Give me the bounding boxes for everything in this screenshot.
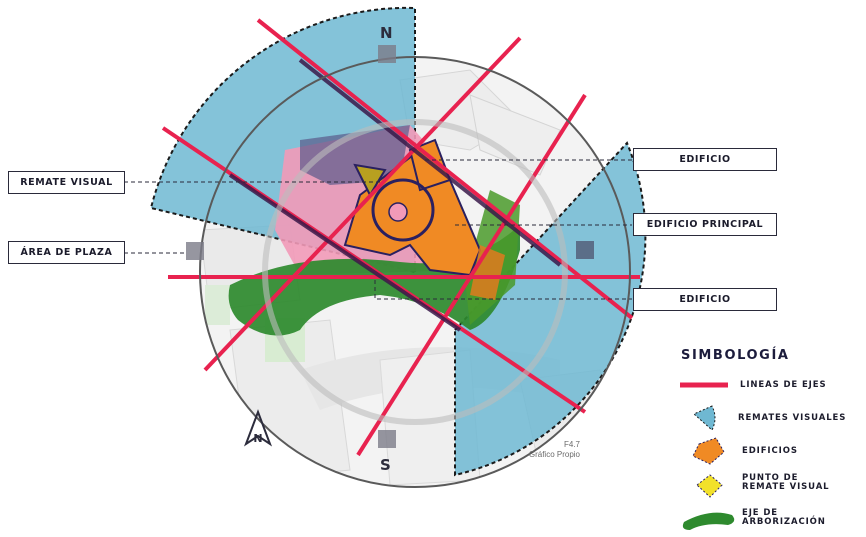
callout-edificio-bottom: EDIFICIO bbox=[633, 288, 777, 311]
legend-label-visual-endpoints: REMATES VISUALES bbox=[738, 413, 847, 423]
south-label: S bbox=[380, 456, 391, 474]
marker-west bbox=[186, 242, 204, 260]
callout-remate-visual: REMATE VISUAL bbox=[8, 171, 125, 194]
callout-edificio-principal: EDIFICIO PRINCIPAL bbox=[633, 213, 777, 236]
callout-area-plaza: ÁREA DE PLAZA bbox=[8, 241, 125, 264]
legend-label-tree-axis-line1: EJE DE bbox=[742, 508, 778, 518]
legend-title: SIMBOLOGÍA bbox=[681, 348, 790, 363]
marker-north bbox=[378, 45, 396, 63]
north-label: N bbox=[380, 24, 393, 42]
tree-axis-swatch-icon bbox=[682, 512, 735, 530]
marker-east bbox=[576, 241, 594, 259]
legend-label-axis-lines: LINEAS DE EJES bbox=[740, 380, 827, 390]
callout-edificio-top: EDIFICIO bbox=[633, 148, 777, 171]
building-swatch-icon bbox=[692, 437, 725, 465]
legend-label-buildings: EDIFICIOS bbox=[742, 446, 798, 456]
building-east bbox=[470, 245, 505, 300]
figure-number: F4.7 bbox=[563, 440, 580, 449]
visual-endpoint-swatch-icon bbox=[693, 405, 716, 431]
north-arrow-letter: N bbox=[253, 432, 262, 445]
visual-point-swatch-icon bbox=[696, 474, 723, 498]
axis-line-1 bbox=[256, 18, 634, 320]
leader-lines bbox=[124, 159, 632, 300]
marker-south bbox=[378, 430, 396, 448]
visual-point bbox=[388, 202, 408, 222]
north-arrow-icon: N bbox=[243, 409, 273, 447]
visual-ring bbox=[371, 178, 435, 242]
figure-source: Gráfico Propio bbox=[528, 450, 580, 459]
figure-caption: F4.7 Gráfico Propio bbox=[500, 440, 580, 460]
analysis-circle bbox=[199, 56, 631, 488]
legend-label-tree-axis-line2: ARBORIZACIÓN bbox=[742, 517, 826, 527]
legend-label-visual-point-line2: REMATE VISUAL bbox=[742, 482, 830, 492]
tree-axis bbox=[228, 225, 520, 336]
axis-overlap bbox=[228, 58, 562, 332]
legend-label-tree-axis: EJE DE ARBORIZACIÓN bbox=[742, 509, 826, 527]
axis-line-3 bbox=[203, 36, 522, 372]
legend-label-visual-point: PUNTO DE REMATE VISUAL bbox=[742, 474, 830, 492]
inner-circle bbox=[262, 119, 568, 425]
legend-label-visual-point-line1: PUNTO DE bbox=[742, 473, 799, 483]
